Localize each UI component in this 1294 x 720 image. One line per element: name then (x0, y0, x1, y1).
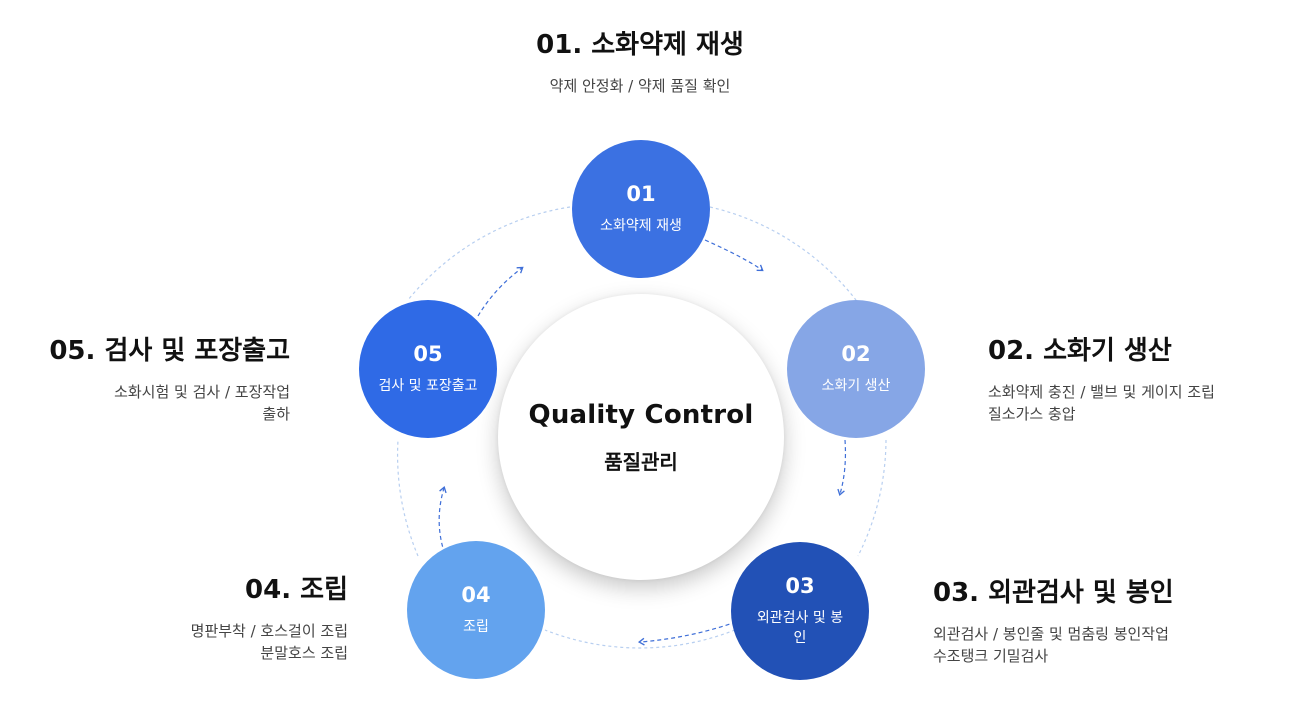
node-04: 04 조립 (407, 541, 545, 679)
step-description: 명판부착 / 호스걸이 조립 분말호스 조립 (191, 620, 348, 664)
node-number: 01 (626, 182, 656, 206)
step-heading: 03. 외관검사 및 봉인 (933, 578, 1174, 608)
desc-line: 질소가스 충압 (988, 405, 1076, 423)
node-label: 외관검사 및 봉인 (756, 610, 844, 646)
step-description: 소화시험 및 검사 / 포장작업 출하 (49, 381, 290, 425)
node-02: 02 소화기 생산 (787, 300, 925, 438)
node-label: 검사 및 포장출고 (378, 378, 478, 394)
step-04-text: 04. 조립 명판부착 / 호스걸이 조립 분말호스 조립 (191, 569, 348, 664)
step-03-text: 03. 외관검사 및 봉인 외관검사 / 봉인줄 및 멈춤링 봉인작업 수조탱크… (933, 572, 1174, 667)
node-label: 소화기 생산 (821, 378, 891, 394)
arrow-03-to-04 (637, 621, 737, 646)
node-label: 조립 (463, 619, 489, 635)
step-heading: 01. 소화약제 재생 (536, 30, 744, 60)
node-05: 05 검사 및 포장출고 (359, 300, 497, 438)
step-01-text: 01. 소화약제 재생 약제 안정화 / 약제 품질 확인 (440, 24, 840, 97)
desc-line: 소화시험 및 검사 / 포장작업 (114, 383, 290, 401)
desc-line: 소화약제 충진 / 밸브 및 게이지 조립 (988, 383, 1215, 401)
desc-line: 외관검사 / 봉인줄 및 멈춤링 봉인작업 (933, 625, 1169, 643)
desc-line: 수조탱크 기밀검사 (933, 647, 1049, 665)
desc-line: 명판부착 / 호스걸이 조립 (190, 622, 348, 640)
node-number: 02 (841, 342, 871, 366)
desc-line: 약제 안정화 / 약제 품질 확인 (549, 77, 731, 95)
step-description: 소화약제 충진 / 밸브 및 게이지 조립 질소가스 충압 (988, 381, 1215, 425)
node-label: 소화약제 재생 (600, 218, 682, 234)
center-circle: Quality Control 품질관리 (498, 294, 784, 580)
center-title: Quality Control (528, 399, 754, 430)
arrow-01-to-02 (704, 239, 764, 272)
step-description: 약제 안정화 / 약제 품질 확인 (440, 75, 840, 97)
arrow-02-to-03 (837, 439, 847, 496)
step-05-text: 05. 검사 및 포장출고 소화시험 및 검사 / 포장작업 출하 (49, 330, 290, 425)
node-number: 04 (461, 583, 491, 607)
step-02-text: 02. 소화기 생산 소화약제 충진 / 밸브 및 게이지 조립 질소가스 충압 (988, 330, 1215, 425)
node-number: 05 (413, 342, 443, 366)
node-03: 03 외관검사 및 봉인 (731, 542, 869, 680)
desc-line: 출하 (262, 405, 290, 423)
arrow-05-to-01 (477, 266, 524, 317)
step-heading: 04. 조립 (245, 575, 348, 605)
node-01: 01 소화약제 재생 (572, 140, 710, 278)
center-subtitle: 품질관리 (604, 449, 678, 474)
desc-line: 분말호스 조립 (260, 644, 348, 662)
step-description: 외관검사 / 봉인줄 및 멈춤링 봉인작업 수조탱크 기밀검사 (933, 623, 1174, 667)
arrow-04-to-05 (438, 486, 448, 561)
outer-ring (396, 206, 887, 649)
node-number: 03 (785, 574, 815, 598)
step-heading: 02. 소화기 생산 (988, 336, 1172, 366)
step-heading: 05. 검사 및 포장출고 (49, 336, 290, 366)
